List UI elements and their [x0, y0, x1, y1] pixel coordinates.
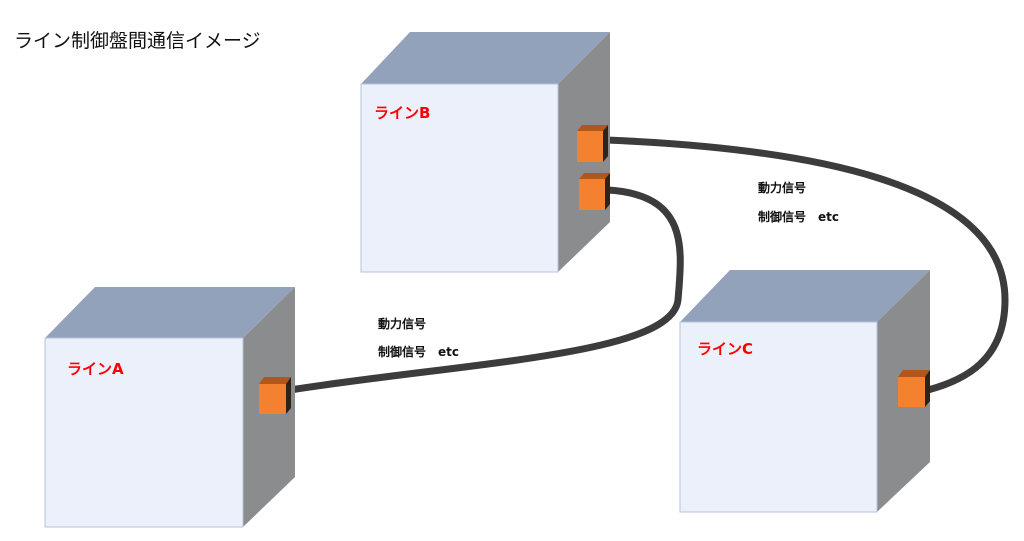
cube-label-c: ラインC	[697, 340, 753, 358]
signal-ab-line1: 動力信号	[378, 316, 426, 331]
connector-b2	[579, 173, 610, 210]
cube-line-c: ラインC	[679, 270, 930, 513]
cube-line-a: ラインA	[44, 287, 295, 528]
cube-line-b: ラインB	[360, 32, 610, 273]
signal-bc-line2: 制御信号 etc	[758, 209, 839, 224]
diagram-title: ライン制御盤間通信イメージ	[14, 30, 261, 52]
connector-c	[898, 370, 930, 407]
connector-b1	[577, 125, 608, 162]
cube-label-b: ラインB	[374, 104, 430, 122]
cube-label-a: ラインA	[67, 360, 124, 378]
cable-b-to-c	[602, 136, 1009, 394]
signal-bc-line1: 動力信号	[758, 180, 806, 195]
cable-b-to-a	[286, 186, 684, 394]
signal-ab-line2: 制御信号 etc	[378, 344, 459, 359]
connector-a	[259, 377, 291, 414]
